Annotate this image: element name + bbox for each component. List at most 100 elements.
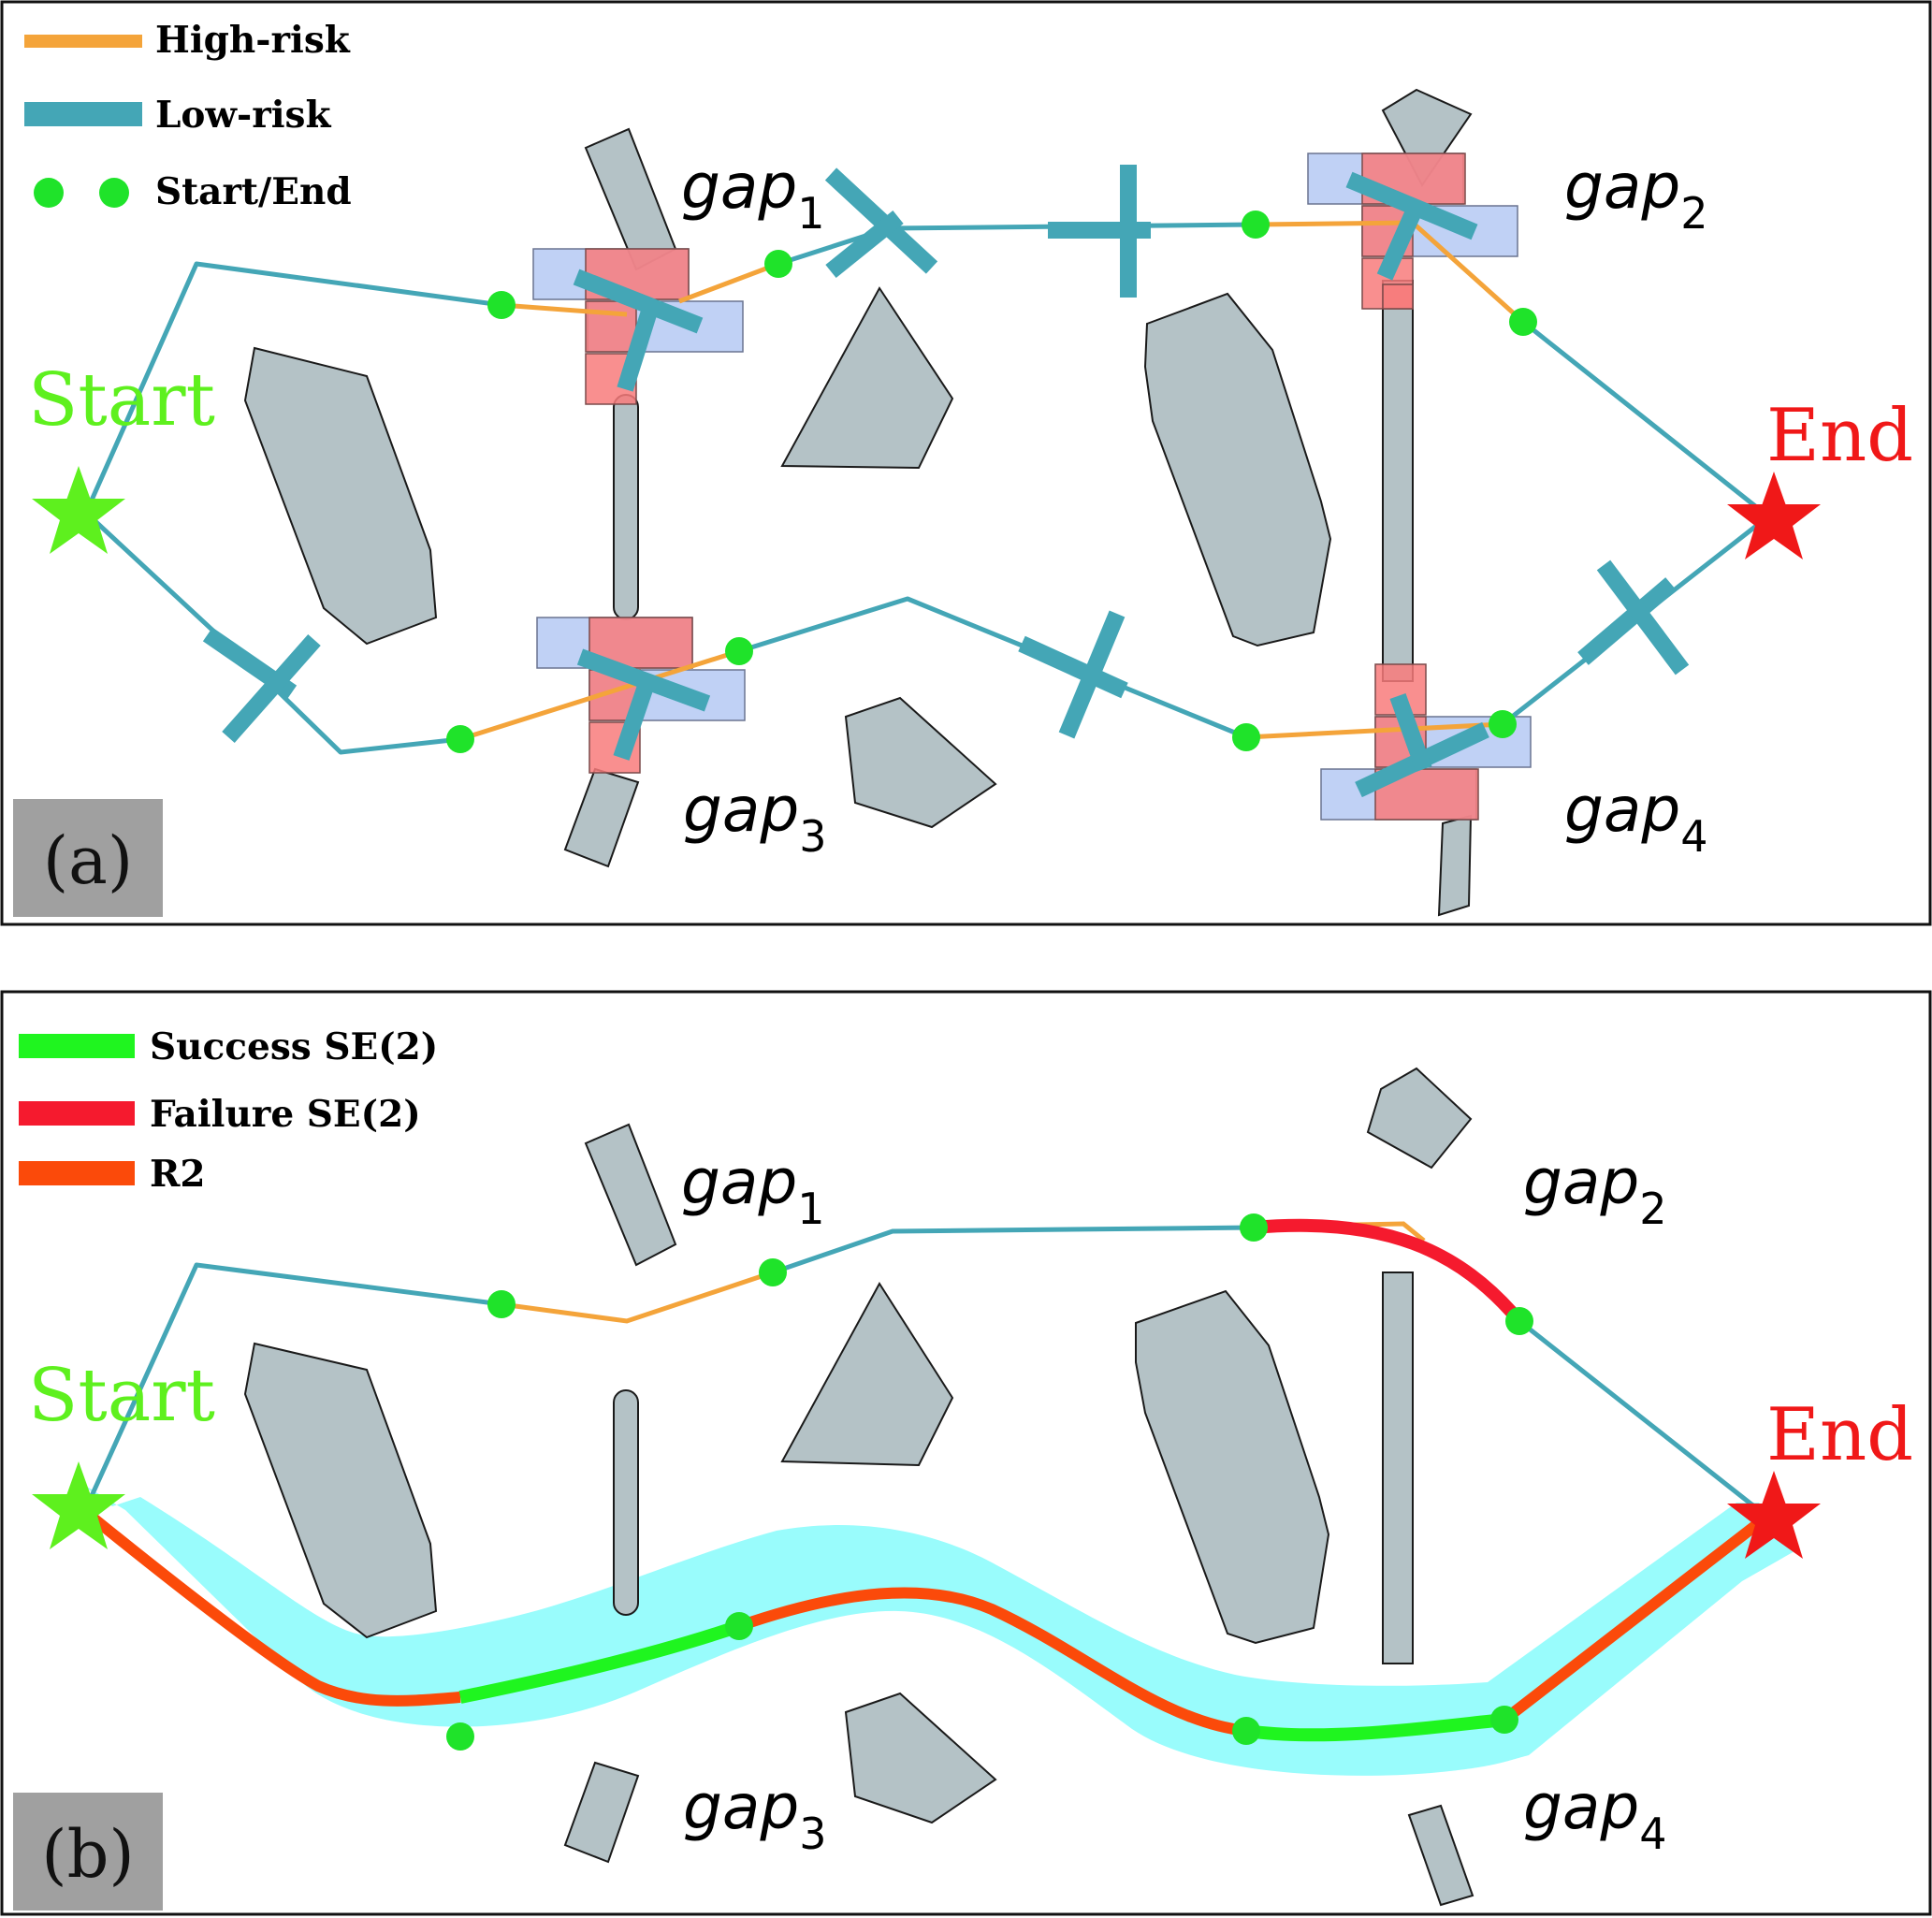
end-label: End xyxy=(1766,1393,1913,1477)
waypoint-dot xyxy=(1490,1706,1518,1734)
bar-obstacle xyxy=(1382,280,1414,682)
low-risk-path xyxy=(1521,320,1770,518)
low-risk-path xyxy=(83,261,502,515)
panel-a: Start End gap1 gap2 gap3 gap4 High-risk … xyxy=(0,0,1932,926)
waypoint-dot xyxy=(1509,308,1537,336)
pose-marker xyxy=(1389,692,1432,773)
r2-path xyxy=(1501,1511,1772,1724)
pose-marker xyxy=(1058,610,1126,739)
panel-a-label-box xyxy=(13,799,163,917)
gap3-label: gap3 xyxy=(683,774,827,862)
low-risk-path xyxy=(738,596,1247,740)
obstacle xyxy=(1437,814,1473,917)
low-risk-path xyxy=(772,1225,1255,1275)
obstacle xyxy=(563,767,640,868)
success-se2-path xyxy=(1245,1713,1505,1742)
waypoint-dot xyxy=(1242,211,1270,239)
waypoint-dot xyxy=(759,1258,787,1286)
bar-obstacle xyxy=(613,1389,639,1616)
high-risk-path xyxy=(501,1270,774,1324)
pose-marker xyxy=(1018,635,1128,699)
pose-markers-a xyxy=(202,165,1690,798)
obstacle xyxy=(1135,1289,1330,1645)
obstacle xyxy=(1143,292,1332,647)
start-end-dots-a xyxy=(446,211,1537,753)
success-se2-path xyxy=(458,1620,742,1704)
end-label: End xyxy=(1766,394,1913,478)
obstacle xyxy=(243,346,438,646)
gap1-label: gap1 xyxy=(681,151,825,239)
failure-se2-path xyxy=(1253,1218,1525,1326)
obstacle xyxy=(844,1692,997,1824)
pose-marker xyxy=(573,269,704,334)
pose-marker xyxy=(617,297,661,392)
legend-dot-start xyxy=(34,178,64,208)
legend-high-risk: High-risk xyxy=(155,19,351,62)
bar-obstacle xyxy=(613,394,639,620)
high-risk-path xyxy=(459,648,740,742)
pose-marker xyxy=(222,634,321,743)
waypoint-dot xyxy=(1489,710,1517,738)
high-risk-path xyxy=(501,302,628,317)
bar-obstacle xyxy=(1382,1271,1414,1664)
waypoint-dot xyxy=(487,1290,516,1318)
legend-success: Success SE(2) xyxy=(150,1025,438,1068)
legend-start-end: Start/End xyxy=(155,170,352,213)
panel-a-label: (a) xyxy=(43,822,133,899)
legend-failure: Failure SE(2) xyxy=(150,1093,421,1136)
obstacle xyxy=(780,1282,954,1467)
gap2-label: gap2 xyxy=(1523,1146,1667,1234)
low-risk-path xyxy=(84,511,461,755)
gap4-label: gap4 xyxy=(1564,774,1708,862)
legend-a: High-risk Low-risk Start/End xyxy=(24,19,352,213)
waypoint-dot xyxy=(446,725,474,753)
legend-dot-end xyxy=(99,178,129,208)
waypoint-dot xyxy=(446,1722,474,1751)
obstacle xyxy=(1407,1804,1474,1907)
obstacle xyxy=(563,1761,640,1864)
panel-b-label-box xyxy=(13,1793,163,1911)
waypoint-dot xyxy=(725,637,753,665)
low-risk-path xyxy=(83,1262,502,1510)
obstacles-b xyxy=(243,1067,1474,1907)
gap3-cells xyxy=(536,617,746,774)
pose-marker xyxy=(613,673,658,761)
pose-marker xyxy=(1345,171,1478,240)
obstacle xyxy=(844,696,997,829)
r2-corridor xyxy=(73,1478,1794,1776)
waypoint-dot xyxy=(1232,1717,1260,1745)
high-risk-path xyxy=(678,261,779,304)
obstacle xyxy=(243,1342,438,1639)
r2-path xyxy=(737,1587,1247,1736)
obstacle xyxy=(780,286,954,470)
waypoint-dot xyxy=(764,250,792,278)
legend-r2: R2 xyxy=(150,1153,206,1196)
pose-marker xyxy=(825,210,904,279)
high-risk-path xyxy=(1245,721,1503,740)
cell xyxy=(585,300,637,353)
low-risk-path xyxy=(1518,1319,1770,1519)
start-label: Start xyxy=(28,1354,215,1438)
gap3-label: gap3 xyxy=(683,1771,827,1859)
start-end-dots-b xyxy=(446,1213,1533,1751)
obstacles-a xyxy=(243,88,1473,917)
r2-path xyxy=(84,1509,461,1707)
waypoint-dot xyxy=(1505,1307,1533,1335)
waypoint-dot xyxy=(1240,1213,1268,1242)
start-label: Start xyxy=(28,358,215,443)
obstacle xyxy=(584,1123,677,1267)
legend-b: Success SE(2) Failure SE(2) R2 xyxy=(19,1025,438,1196)
pose-marker xyxy=(1577,577,1677,665)
legend-low-risk: Low-risk xyxy=(155,94,332,137)
panel-b: Start End gap1 gap2 gap3 gap4 Success SE… xyxy=(0,990,1932,1916)
gap2-label: gap2 xyxy=(1564,151,1708,239)
waypoint-dot xyxy=(1232,723,1260,751)
panel-b-label: (b) xyxy=(41,1816,134,1893)
obstacle xyxy=(1366,1067,1473,1170)
gap4-label: gap4 xyxy=(1523,1771,1667,1859)
gap1-label: gap1 xyxy=(681,1146,825,1234)
pose-marker xyxy=(1376,206,1423,281)
cell xyxy=(1382,283,1414,310)
pose-marker xyxy=(1596,559,1690,676)
